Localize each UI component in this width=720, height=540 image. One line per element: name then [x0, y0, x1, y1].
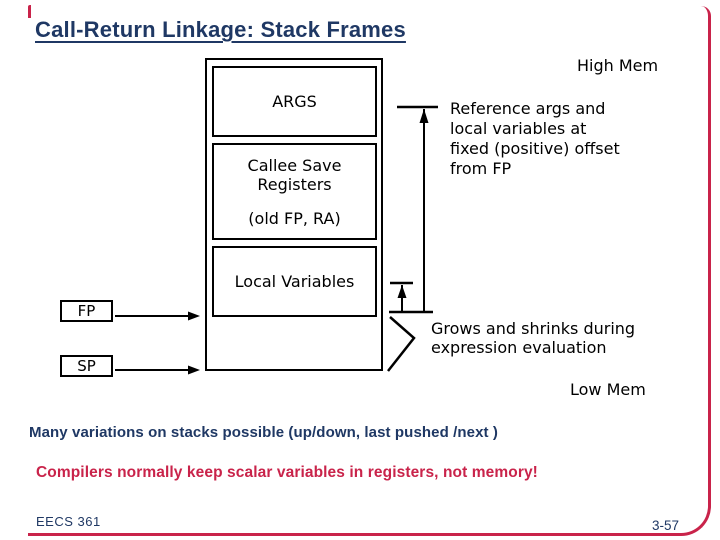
sp-label: SP — [77, 357, 96, 375]
low-mem-label: Low Mem — [570, 380, 646, 399]
chevron-brace — [387, 316, 416, 372]
fp-register-box: FP — [60, 300, 113, 322]
callee-save-label-line2: Registers — [257, 175, 332, 194]
slide-number: 3-57 — [652, 518, 680, 533]
slide-title: Call-Return Linkage: Stack Frames — [35, 17, 406, 42]
compilers-note: Compilers normally keep scalar variables… — [36, 464, 538, 481]
fp-offset-measure-arrow — [397, 105, 438, 312]
grow-shrink-measure-arrow — [389, 281, 433, 314]
stack-local-variables-box: Local Variables — [212, 246, 377, 317]
sp-arrow — [115, 365, 200, 375]
high-mem-label: High Mem — [577, 56, 659, 75]
fp-label: FP — [77, 302, 96, 320]
local-variables-label: Local Variables — [234, 272, 355, 291]
fp-arrow — [115, 311, 200, 321]
course-footer: EECS 361 — [36, 514, 101, 529]
reference-note-line1: Reference args and — [450, 99, 606, 118]
reference-note-line4: from FP — [450, 159, 512, 178]
slide-border-top-left-fragment — [28, 5, 31, 18]
stack-callee-save-box: Callee Save Registers (old FP, RA) — [212, 143, 377, 240]
grows-note-line2: expression evaluation — [431, 338, 607, 357]
reference-note-line2: local variables at — [450, 119, 587, 138]
sp-register-box: SP — [60, 355, 113, 377]
variations-note: Many variations on stacks possible (up/d… — [29, 424, 498, 441]
stack-args-box: ARGS — [212, 66, 377, 137]
grows-shrinks-note: Grows and shrinks during expression eval… — [431, 319, 635, 357]
grows-note-line1: Grows and shrinks during — [431, 319, 636, 338]
reference-offset-note: Reference args and local variables at fi… — [450, 99, 620, 179]
reference-note-line3: fixed (positive) offset — [450, 139, 620, 158]
args-label: ARGS — [272, 92, 317, 111]
old-fp-ra-label: (old FP, RA) — [248, 209, 341, 228]
callee-save-label-line1: Callee Save — [247, 156, 342, 175]
